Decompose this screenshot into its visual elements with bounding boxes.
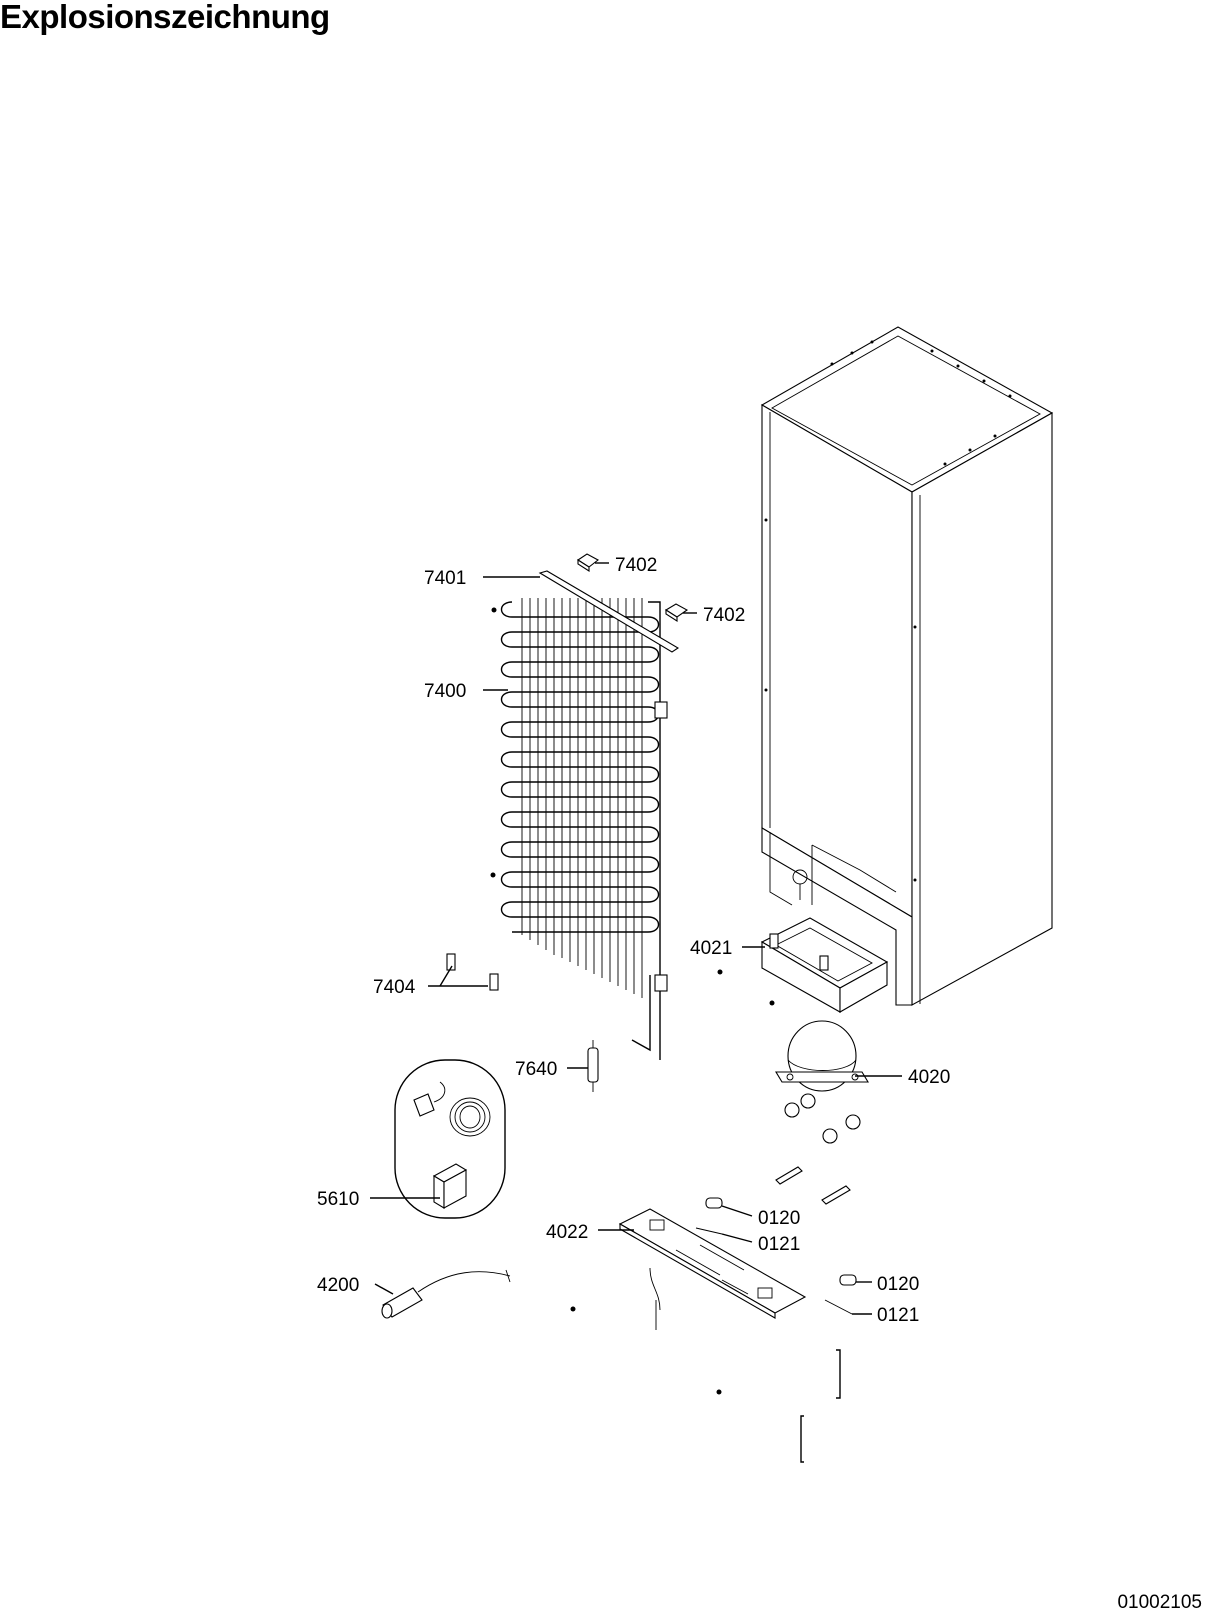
callout-7402-mid: 7402 xyxy=(703,605,745,626)
page-title: Explosionszeichnung xyxy=(0,0,330,35)
cabinet xyxy=(760,326,1054,1006)
callout-0120-lower: 0120 xyxy=(877,1274,919,1295)
condenser-top-bar xyxy=(538,570,680,653)
power-cable-group xyxy=(394,1059,506,1219)
leader-lines xyxy=(370,562,902,1315)
condenser-coil xyxy=(500,598,668,1060)
callout-7404: 7404 xyxy=(373,977,416,998)
callout-0121-upper: 0121 xyxy=(758,1234,800,1255)
callout-4020: 4020 xyxy=(908,1067,950,1088)
screws xyxy=(490,607,775,1395)
clamps xyxy=(775,1166,851,1205)
filter-dryer xyxy=(587,1040,599,1092)
callout-0121-lower: 0121 xyxy=(877,1305,919,1326)
callout-7400: 7400 xyxy=(424,681,466,702)
callout-0120-upper: 0120 xyxy=(758,1208,800,1229)
drip-tray xyxy=(760,917,889,1013)
mounting-plate xyxy=(618,1208,807,1330)
clip-7402-b xyxy=(664,603,689,623)
callout-4022: 4022 xyxy=(546,1222,588,1243)
callout-7640: 7640 xyxy=(515,1059,557,1080)
callout-5610: 5610 xyxy=(317,1189,359,1210)
document-number: 01002105 xyxy=(1117,1592,1202,1613)
grommets xyxy=(784,1093,861,1144)
thermostat-sensor xyxy=(381,1269,511,1319)
brackets xyxy=(800,1349,841,1463)
callout-4021: 4021 xyxy=(690,938,732,959)
clip-7402-a xyxy=(576,553,600,573)
compressor xyxy=(775,1020,869,1092)
callout-7402-top: 7402 xyxy=(615,555,657,576)
callout-labels: 7401 7402 7402 7400 4021 7404 7640 4020 … xyxy=(317,555,950,1326)
spacer-7404 xyxy=(446,953,499,991)
callout-4200: 4200 xyxy=(317,1275,359,1296)
relay-parts xyxy=(695,1197,857,1315)
callout-7401: 7401 xyxy=(424,568,466,589)
